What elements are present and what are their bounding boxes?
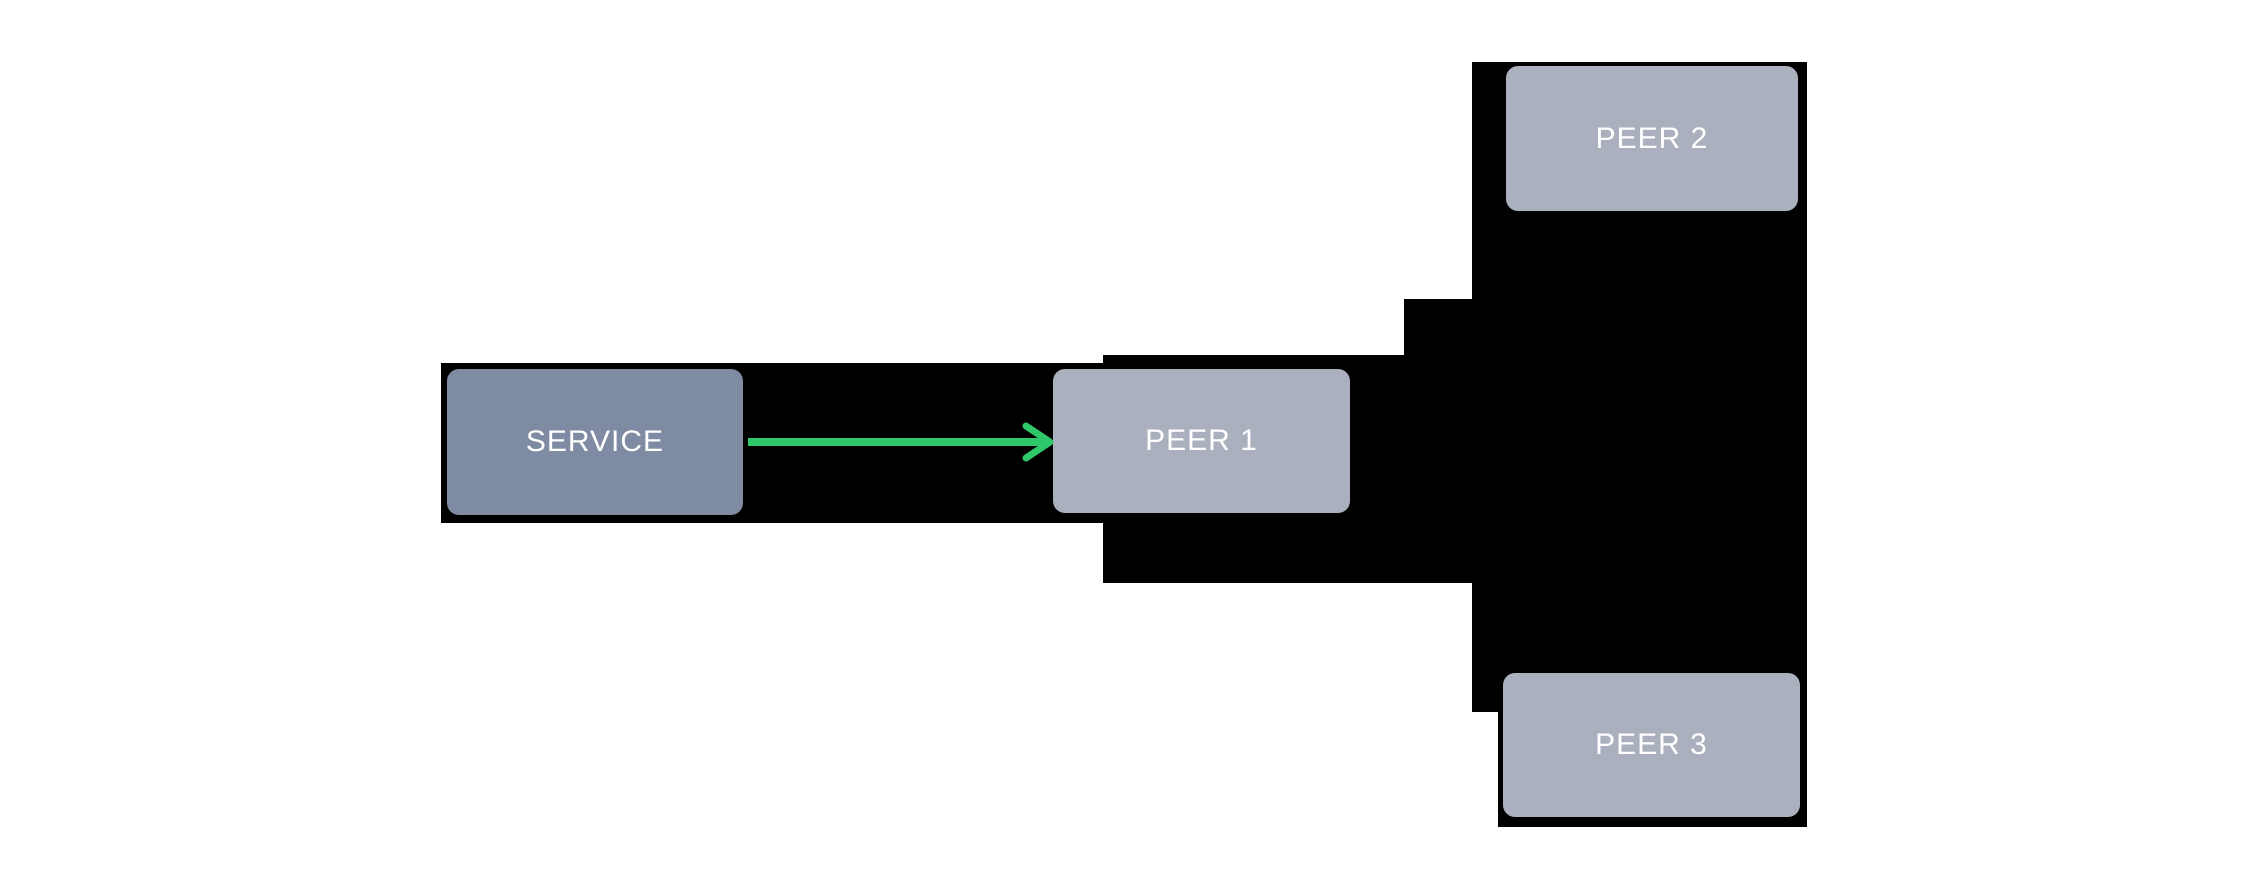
node-peer2: PEER 2: [1506, 66, 1798, 211]
node-peer3-label: PEER 3: [1595, 728, 1708, 761]
node-peer3: PEER 3: [1503, 673, 1800, 817]
node-peer1: PEER 1: [1053, 369, 1350, 513]
node-service-label: SERVICE: [525, 425, 665, 458]
node-peer2-label: PEER 2: [1595, 121, 1709, 155]
backdrop-step-connector: [1404, 299, 1472, 583]
node-peer1-label: PEER 1: [1145, 424, 1258, 457]
node-service: SERVICE: [447, 369, 743, 515]
